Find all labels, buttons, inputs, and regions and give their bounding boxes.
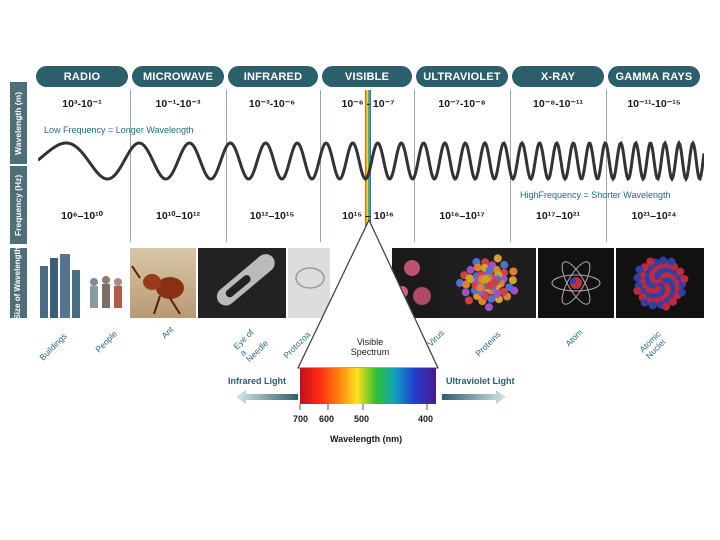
proteins-image — [440, 248, 536, 318]
band-header-row: RADIO MICROWAVE INFRARED VISIBLE ULTRAVI… — [34, 66, 704, 87]
band-xray: X-RAY — [512, 66, 604, 87]
nucleon — [676, 267, 685, 276]
frequency-radio: 10⁶–10¹⁰ — [61, 210, 103, 222]
protein-atom — [476, 283, 485, 292]
wavelength-infrared: 10⁻³-10⁻⁶ — [248, 98, 296, 110]
wave-graphic — [38, 139, 704, 183]
protein-atom — [509, 267, 518, 276]
buildings-image — [34, 248, 128, 318]
band-ultraviolet: ULTRAVIOLET — [416, 66, 508, 87]
wavelength-gamma: 10⁻¹¹-10⁻¹⁵ — [627, 98, 681, 110]
frequency-visible: 10¹⁵ – 10¹⁶ — [342, 210, 394, 222]
protein-atom — [508, 276, 517, 285]
protein-atom — [493, 289, 502, 298]
nucleon — [668, 297, 677, 306]
band-infrared: INFRARED — [228, 66, 318, 87]
separator — [414, 90, 415, 242]
protein-atom — [485, 266, 494, 275]
frequency-side-label: Frequency (Hz) — [10, 166, 27, 244]
infrared-label: Infrared Light — [228, 376, 286, 386]
high-frequency-note: HighFrequency = Shorter Wavelength — [520, 190, 671, 200]
band-radio: RADIO — [36, 66, 128, 87]
spectrum-title: Visible Spectrum — [350, 337, 390, 358]
protein-atom — [484, 303, 493, 312]
protozoa-image — [288, 248, 330, 318]
spectrum-axis-label: Wavelength (nm) — [330, 434, 403, 444]
protein-atom — [465, 274, 474, 283]
nucleon — [667, 257, 676, 266]
separator — [226, 90, 227, 242]
band-microwave: MICROWAVE — [132, 66, 224, 87]
atom-image — [538, 248, 614, 318]
virus-image — [392, 248, 440, 318]
protein-atom — [505, 283, 514, 292]
nucleon — [662, 302, 671, 311]
wavelength-microwave: 10⁻¹-10⁻³ — [155, 98, 201, 110]
protein-atom — [499, 287, 508, 296]
nucleon — [633, 273, 642, 282]
tick-500: 500 — [354, 414, 370, 424]
protein-atom — [490, 278, 499, 287]
ultraviolet-arrow — [442, 390, 506, 404]
protein-atom — [466, 265, 475, 274]
infrared-arrow — [236, 390, 298, 404]
nucleon — [680, 274, 689, 283]
low-frequency-note: Low Frequency = Longer Wavelength — [44, 125, 194, 135]
protein-atom — [500, 260, 509, 269]
nucleon — [633, 286, 642, 295]
nucleus-image — [616, 248, 704, 318]
protein-atom — [473, 263, 482, 272]
nucleon — [659, 256, 668, 265]
ant-image — [130, 248, 196, 318]
protein-atom — [461, 288, 470, 297]
protein-atom — [481, 275, 490, 284]
separator — [130, 90, 131, 242]
nucleon — [646, 257, 655, 266]
spectrum-bar — [300, 368, 436, 404]
frequency-microwave: 10¹⁰–10¹² — [156, 210, 200, 222]
tick-400: 400 — [418, 414, 434, 424]
wavelength-ultraviolet: 10⁻⁷-10⁻⁸ — [438, 98, 486, 110]
wavelength-xray: 10⁻⁸-10⁻¹¹ — [533, 98, 583, 110]
separator — [320, 90, 321, 242]
spectrum-ticks — [299, 404, 428, 410]
band-gamma: GAMMA RAYS — [608, 66, 700, 87]
nucleon — [640, 298, 649, 307]
frequency-infrared: 10¹²–10¹⁵ — [249, 210, 295, 222]
nucleon — [648, 301, 657, 310]
nucleon — [677, 288, 686, 297]
size-side-label: Size of Wavelength — [10, 247, 27, 319]
band-visible: VISIBLE — [322, 66, 412, 87]
frequency-gamma: 10²¹–10²⁴ — [631, 210, 677, 222]
ultraviolet-label: Ultraviolet Light — [446, 376, 515, 386]
tick-600: 600 — [319, 414, 335, 424]
wavelength-side-label: Wavelength (m) — [10, 82, 27, 164]
nucleon — [635, 265, 644, 274]
visible-color-strip — [365, 90, 371, 242]
needle-image — [198, 248, 286, 318]
protein-atom — [462, 280, 471, 289]
wavelength-radio: 10³-10⁻¹ — [62, 98, 102, 110]
protein-atom — [456, 279, 465, 288]
separator — [606, 90, 607, 242]
wavelength-visible: 10⁻⁶ - 10⁻⁷ — [341, 98, 395, 110]
protein-atom — [464, 296, 473, 305]
protein-atom — [493, 254, 502, 263]
protein-atom — [487, 294, 496, 303]
frequency-xray: 10¹⁷–10²¹ — [535, 210, 581, 222]
frequency-ultraviolet: 10¹⁶–10¹⁷ — [439, 210, 485, 222]
tick-700: 700 — [293, 414, 309, 424]
